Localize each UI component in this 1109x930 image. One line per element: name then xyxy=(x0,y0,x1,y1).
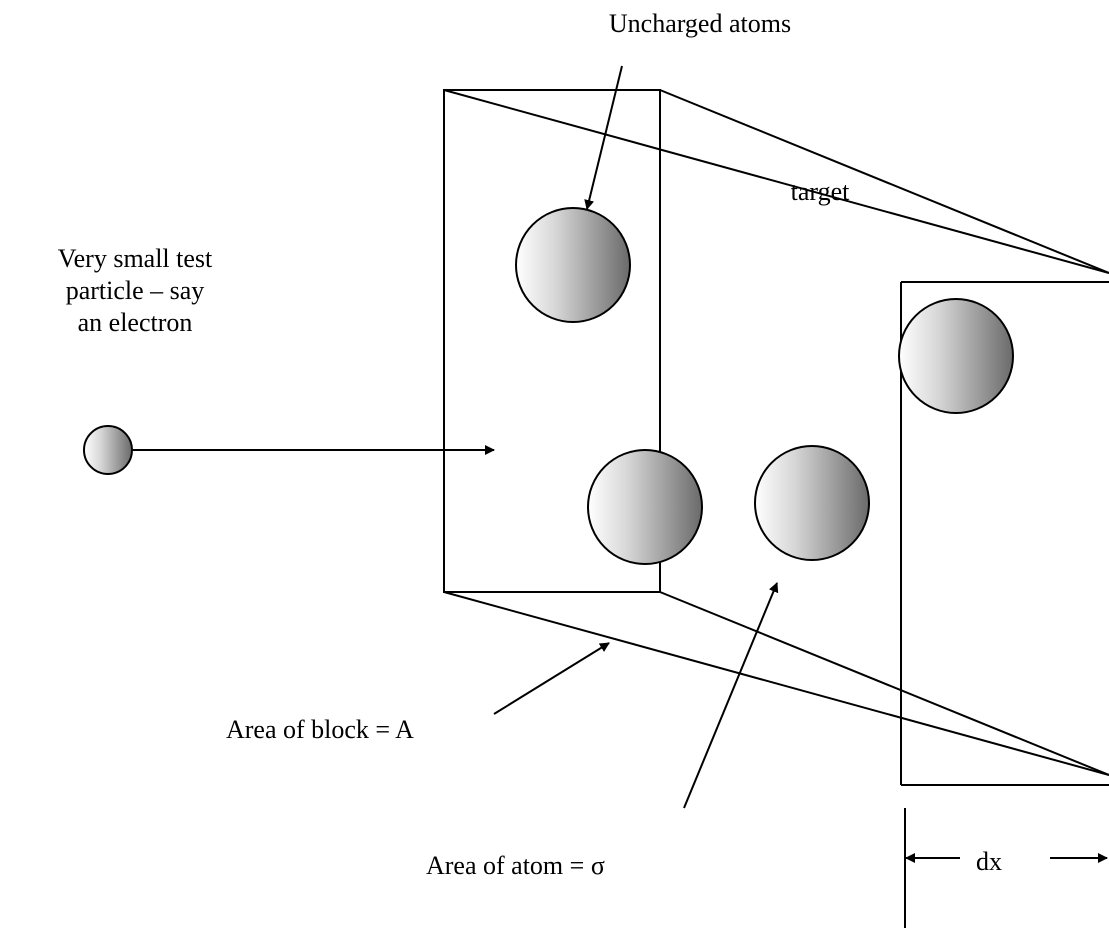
target-label: target xyxy=(790,177,850,206)
atom-sphere-middle xyxy=(754,445,870,561)
atoms xyxy=(515,207,1014,565)
area-of-atom-label: Area of atom = σ xyxy=(426,851,605,880)
uncharged-atoms-pointer-arrow xyxy=(584,65,623,210)
test-particle xyxy=(83,425,133,475)
area-block-pointer-arrow xyxy=(493,642,610,715)
block-front-face xyxy=(443,89,661,593)
atom-sphere-top xyxy=(515,207,631,323)
test-particle-label-line-1: Very small test xyxy=(57,244,213,273)
atom-sphere-front-lower xyxy=(587,449,703,565)
uncharged-atoms-label: Uncharged atoms xyxy=(608,9,792,38)
block-edge-bottom-left xyxy=(443,591,1109,776)
block-edge-bottom-right xyxy=(659,591,1109,776)
area-atom-pointer-arrow xyxy=(683,582,779,809)
dx-label: dx xyxy=(976,847,1002,876)
atom-sphere-back xyxy=(898,298,1014,414)
target-block xyxy=(443,89,1109,786)
arrows xyxy=(133,65,1108,928)
area-of-block-label: Area of block = A xyxy=(226,715,414,744)
block-edge-top-right xyxy=(659,89,1109,274)
test-particle-label-line-3: an electron xyxy=(77,308,193,337)
test-particle-label: Very small test particle – say an electr… xyxy=(0,243,270,339)
block-edge-top-left xyxy=(443,89,1109,274)
test-particle-label-line-2: particle – say xyxy=(65,276,205,305)
